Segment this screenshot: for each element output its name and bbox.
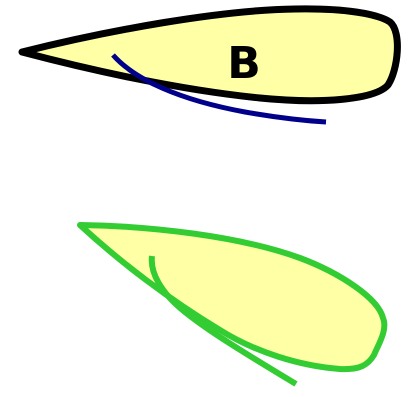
- shape-label-b: B: [227, 38, 261, 89]
- top-shape-group: B: [22, 9, 397, 122]
- bottom-shape-group: [80, 225, 384, 384]
- top-leaf-shape: [22, 9, 397, 101]
